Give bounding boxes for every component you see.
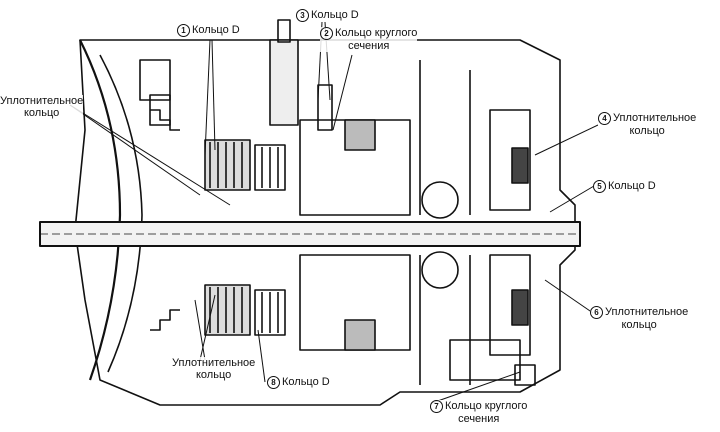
bell-housing — [79, 39, 122, 381]
label-text: Кольцо круглого — [335, 27, 418, 39]
label-text: Кольцо D — [608, 180, 656, 192]
callout-number-7: 7 — [430, 400, 443, 413]
housing-outline — [74, 39, 576, 406]
callout-number-8: 8 — [267, 376, 280, 389]
callout-number-1: 1 — [177, 24, 190, 37]
label-seal-bottom: Уплотнительное кольцо — [172, 357, 256, 381]
label-text: Кольцо D — [192, 24, 240, 36]
label-text: кольцо — [621, 319, 657, 331]
label-text: Уплотнительное — [613, 112, 697, 124]
label-text: сечения — [348, 40, 390, 52]
label-text: Кольцо D — [311, 9, 359, 21]
label-text: Уплотнительное — [605, 306, 689, 318]
callout-number-4: 4 — [598, 112, 611, 125]
label-text: Кольцо D — [282, 376, 330, 388]
label-text: Кольцо круглого — [445, 400, 528, 412]
callout-number-3: 3 — [296, 9, 309, 22]
label-text: кольцо — [629, 125, 665, 137]
top-solenoid — [269, 39, 299, 126]
label-text: кольцо — [24, 107, 60, 119]
label-seal-left: Уплотнительное кольцо — [0, 95, 84, 119]
callout-number-2: 2 — [320, 27, 333, 40]
label-text: кольцо — [196, 369, 232, 381]
label-text: Уплотнительное — [172, 357, 256, 369]
callout-number-6: 6 — [590, 306, 603, 319]
label-text: сечения — [458, 413, 500, 425]
label-text: Уплотнительное — [0, 95, 84, 107]
callout-number-5: 5 — [593, 180, 606, 193]
